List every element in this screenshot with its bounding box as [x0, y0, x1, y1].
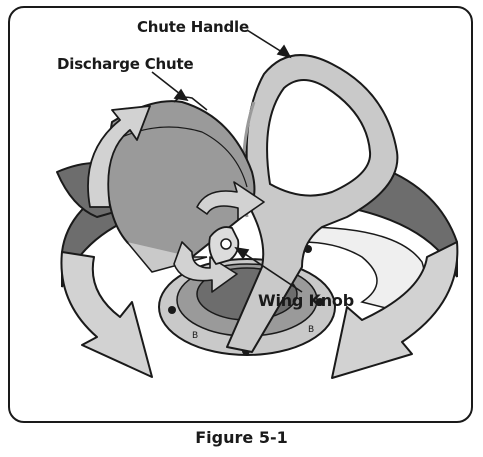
chute-tilt-arrow	[87, 105, 151, 208]
base-bolt	[168, 306, 176, 314]
callout-leaders	[151, 29, 303, 293]
wing-knob	[208, 226, 240, 266]
figure-caption: Figure 5-1	[195, 428, 288, 447]
chute-handle-callout: Chute Handle	[137, 18, 249, 36]
rotation-arrow-left	[60, 251, 153, 378]
chute-illustration: B B	[56, 29, 459, 379]
chute-handle	[226, 54, 399, 353]
svg-text:B: B	[192, 331, 198, 341]
figure-frame: B B	[8, 6, 473, 423]
base-bolt	[316, 298, 324, 306]
knob-arrow-upper	[196, 181, 265, 221]
knob-arrow-lower	[173, 241, 238, 293]
discharge-chute-callout: Discharge Chute	[57, 55, 194, 73]
svg-text:B: B	[308, 325, 314, 335]
rotation-arrow-right	[331, 241, 459, 379]
wing-knob-callout: Wing Knob	[258, 291, 354, 310]
